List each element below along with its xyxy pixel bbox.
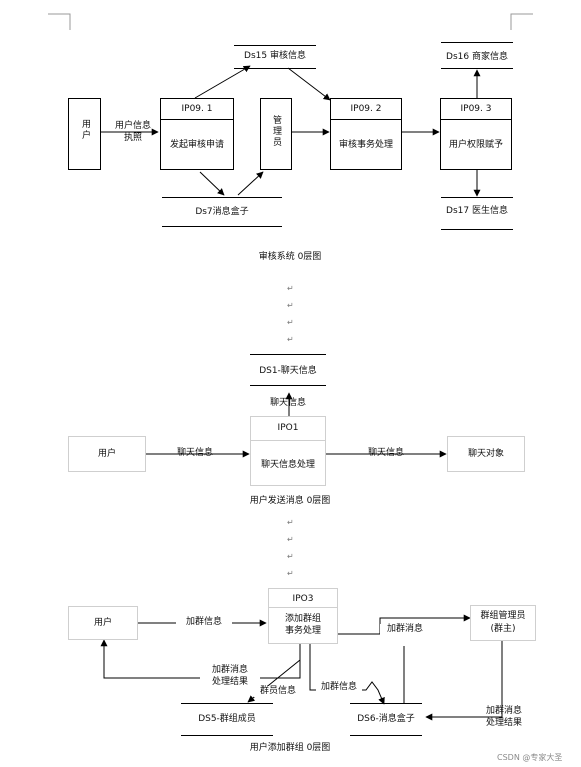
watermark: CSDN @专家大圣: [497, 753, 563, 762]
arrow-p1-to-ds7: [199, 171, 225, 196]
flow-result-right-label-1: 加群消息: [485, 706, 522, 716]
entity-group-admin: 群组管理员 (群主): [470, 605, 536, 641]
flow-result-left-label-1: 加群消息: [200, 665, 260, 676]
entity-user-3-label: 用户: [93, 618, 112, 628]
ds17-label: Ds17 医生信息: [446, 206, 508, 216]
paragraph-mark: ↵: [287, 552, 294, 561]
entity-chat-target-label: 聊天对象: [467, 449, 504, 459]
entity-admin: 管理员: [260, 98, 292, 170]
ds1-top-line: [250, 354, 326, 355]
arrow-ds15-to-p2: [287, 67, 331, 101]
arrow-group-admin-to-ds6: [425, 640, 503, 721]
corner-mark-right: [510, 13, 533, 30]
entity-admin-label: 管理员: [271, 115, 281, 148]
ds7-bottom-line: [162, 226, 282, 227]
entity-group-admin-label-2: (群主): [490, 624, 516, 634]
process-ip09-1-id: IP09. 1: [181, 104, 213, 114]
paragraph-mark: ↵: [287, 569, 294, 578]
paragraph-mark: ↵: [287, 318, 294, 327]
flow-user-info-label-1: 用户信息: [114, 121, 151, 131]
ds16-label: Ds16 商家信息: [446, 52, 508, 62]
ds15-bottom-line: [234, 68, 316, 69]
ds6-top-line: [350, 703, 422, 704]
ds7-label: Ds7消息盒子: [195, 207, 249, 217]
entity-chat-target: 聊天对象: [447, 436, 525, 472]
entity-user-3: 用户: [68, 606, 138, 640]
ds6-label: DS6-消息盒子: [357, 714, 415, 724]
entity-user-1: 用户: [68, 98, 101, 170]
flow-member-info-label: 群员信息: [254, 686, 302, 697]
process-ip09-2: IP09. 2 审核事务处理: [330, 98, 402, 170]
ds1-bottom-line: [250, 385, 326, 386]
process-ip09-3-id: IP09. 3: [460, 104, 492, 114]
process-ipo3-name-1: 添加群组: [284, 614, 321, 624]
corner-mark-left: [48, 13, 71, 30]
process-ipo3-name-2: 事务处理: [284, 626, 321, 636]
entity-user-2-label: 用户: [97, 449, 116, 459]
ds5-label: DS5-群组成员: [198, 714, 256, 724]
ds15-top-line: [234, 45, 316, 46]
process-ip09-1-name: 发起审核申请: [169, 140, 224, 150]
ds17-top-line: [441, 197, 513, 198]
process-ip09-2-id: IP09. 2: [350, 104, 382, 114]
ds1-label: DS1-聊天信息: [259, 366, 317, 376]
entity-group-admin-label-1: 群组管理员: [480, 611, 526, 621]
flow-user-info-label-2: 执照: [123, 133, 142, 143]
entity-user-2: 用户: [68, 436, 146, 472]
flow-join-info-label: 加群信息: [176, 617, 232, 628]
caption-send-message: 用户发送消息 0层图: [249, 496, 331, 506]
process-ip09-3: IP09. 3 用户权限赋予: [440, 98, 512, 170]
flow-chat-right-label: 聊天信息: [367, 448, 404, 458]
process-ip09-1: IP09. 1 发起审核申请: [160, 98, 234, 170]
flow-chat-up-label: 聊天信息: [269, 398, 306, 408]
entity-user-1-label: 用户: [80, 119, 90, 141]
ds5-bottom-line: [181, 735, 273, 736]
ds17-bottom-line: [441, 229, 513, 230]
process-ip09-3-name: 用户权限赋予: [448, 140, 503, 150]
paragraph-mark: ↵: [287, 535, 294, 544]
flow-chat-left-label: 聊天信息: [176, 448, 213, 458]
process-ipo1: IPO1 聊天信息处理: [250, 416, 326, 486]
caption-add-group: 用户添加群组 0层图: [249, 743, 331, 753]
flow-result-left-label-2: 处理结果: [200, 677, 260, 688]
paragraph-mark: ↵: [287, 284, 294, 293]
flow-join-msg-label: 加群消息: [380, 624, 430, 635]
ds16-bottom-line: [441, 68, 513, 69]
process-ipo3: IPO3 添加群组 事务处理: [268, 588, 338, 644]
ds16-top-line: [441, 42, 513, 43]
arrow-ds7-to-admin: [237, 171, 264, 196]
ds5-top-line: [181, 703, 273, 704]
caption-review-system: 审核系统 0层图: [258, 252, 322, 262]
flow-result-right-label-2: 处理结果: [485, 718, 522, 728]
process-ipo3-id: IPO3: [292, 594, 314, 604]
flow-join-info2-label: 加群信息: [316, 682, 362, 693]
process-ipo1-id: IPO1: [277, 423, 299, 433]
ds6-bottom-line: [350, 735, 422, 736]
arrow-ipo3-to-ds6: [309, 644, 385, 705]
paragraph-mark: ↵: [287, 301, 294, 310]
process-ipo1-name: 聊天信息处理: [260, 460, 315, 470]
paragraph-mark: ↵: [287, 335, 294, 344]
arrow-p1-to-ds15: [194, 65, 251, 99]
ds7-top-line: [162, 197, 282, 198]
process-ip09-2-name: 审核事务处理: [338, 140, 393, 150]
paragraph-mark: ↵: [287, 518, 294, 527]
ds15-label: Ds15 审核信息: [244, 51, 306, 61]
